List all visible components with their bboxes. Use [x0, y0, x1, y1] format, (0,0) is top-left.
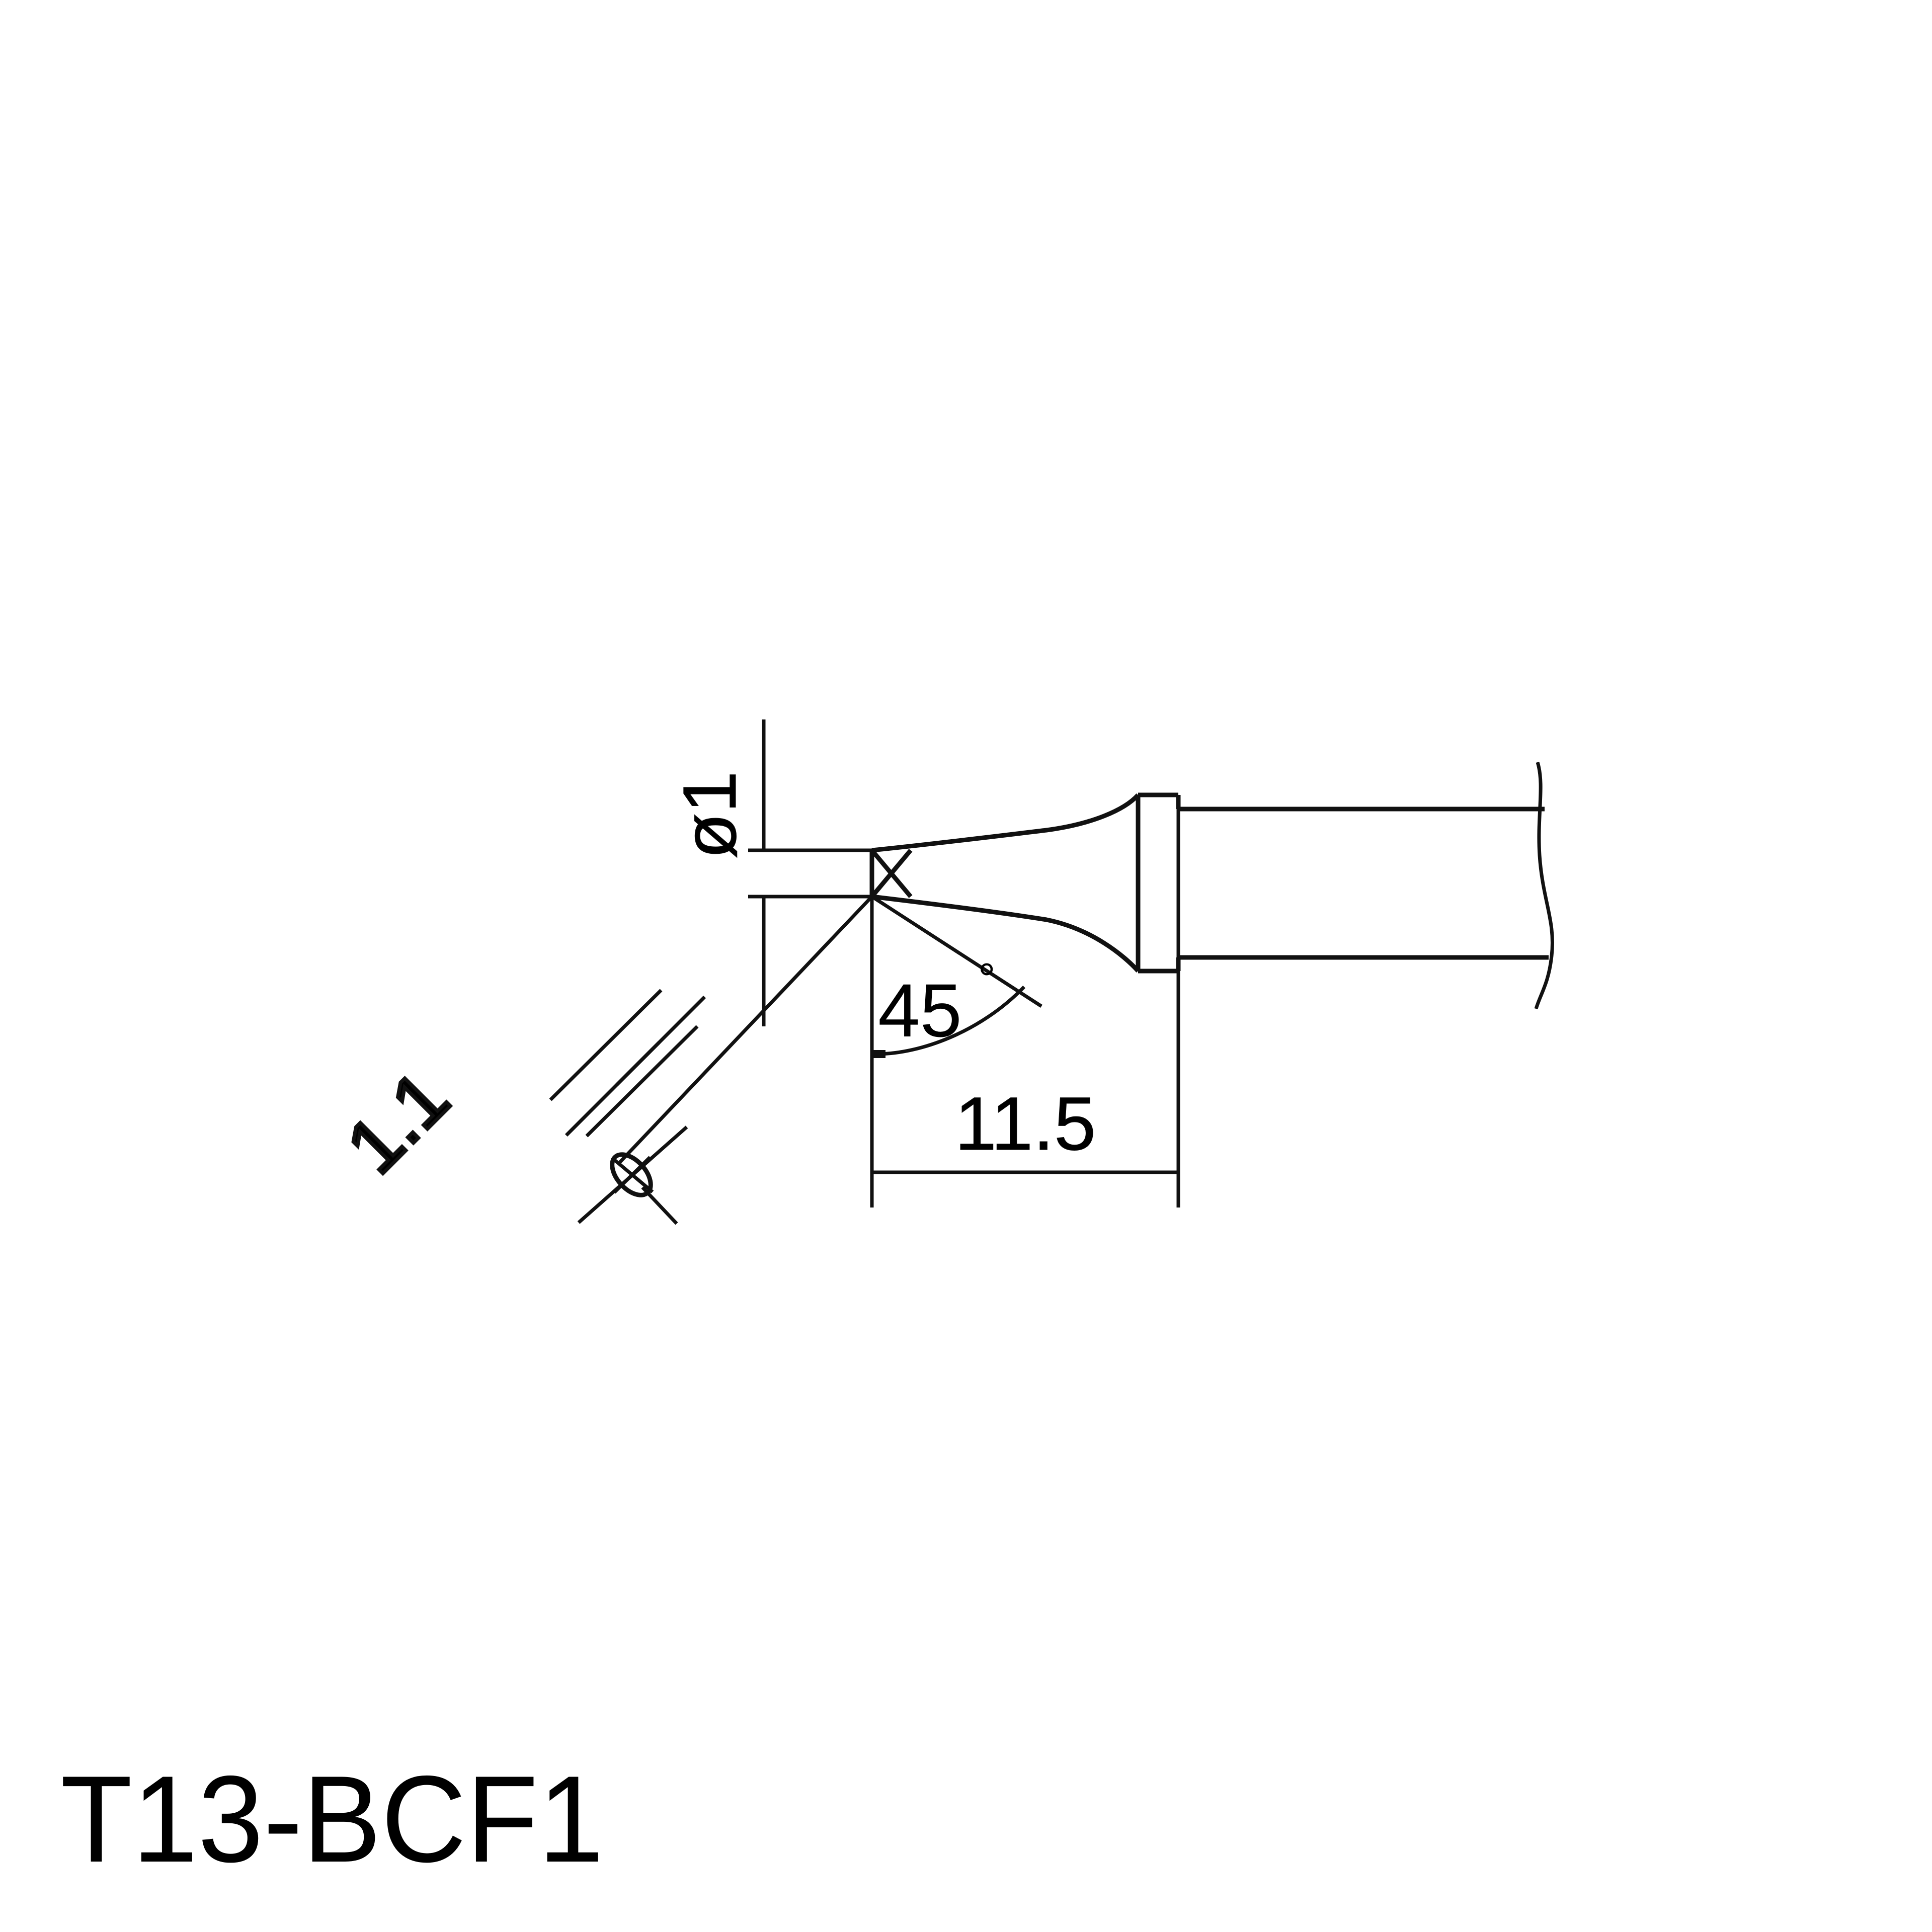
bevel-axis-line: [618, 895, 873, 1164]
angle-leader-ray: [871, 895, 1042, 1008]
dimension-overall-length: 11.5: [870, 805, 1180, 1208]
bevel-geometry: [577, 895, 873, 1225]
angle-dimension-label: 45: [878, 968, 962, 1053]
tip-cross-stroke-b: [870, 849, 913, 898]
break-line: [1534, 761, 1555, 1010]
dimension-tip-diameter: ø1: [667, 719, 872, 1026]
bevel-extension-line-a: [549, 989, 663, 1101]
degree-symbol: °: [978, 955, 995, 1003]
angle-arc: [876, 985, 1026, 1056]
dimension-bevel-angle: 45 °: [871, 895, 1042, 1058]
tip-upper-profile: [871, 793, 1140, 853]
tip-lower-profile: [871, 894, 1140, 973]
bevel-end-view-cross-b: [613, 1156, 652, 1194]
phi-dimension-label: ø1: [667, 771, 752, 859]
part-number-label: T13-BCF1: [60, 1750, 604, 1888]
iron-tip-body: [869, 761, 1555, 1010]
length-dimension-label: 11.5: [955, 1081, 1096, 1166]
bevel-extension-line-b: [585, 1025, 699, 1138]
tip-chisel-cross: [870, 849, 913, 898]
bevel-dim-line-upper-half: [615, 995, 706, 1086]
